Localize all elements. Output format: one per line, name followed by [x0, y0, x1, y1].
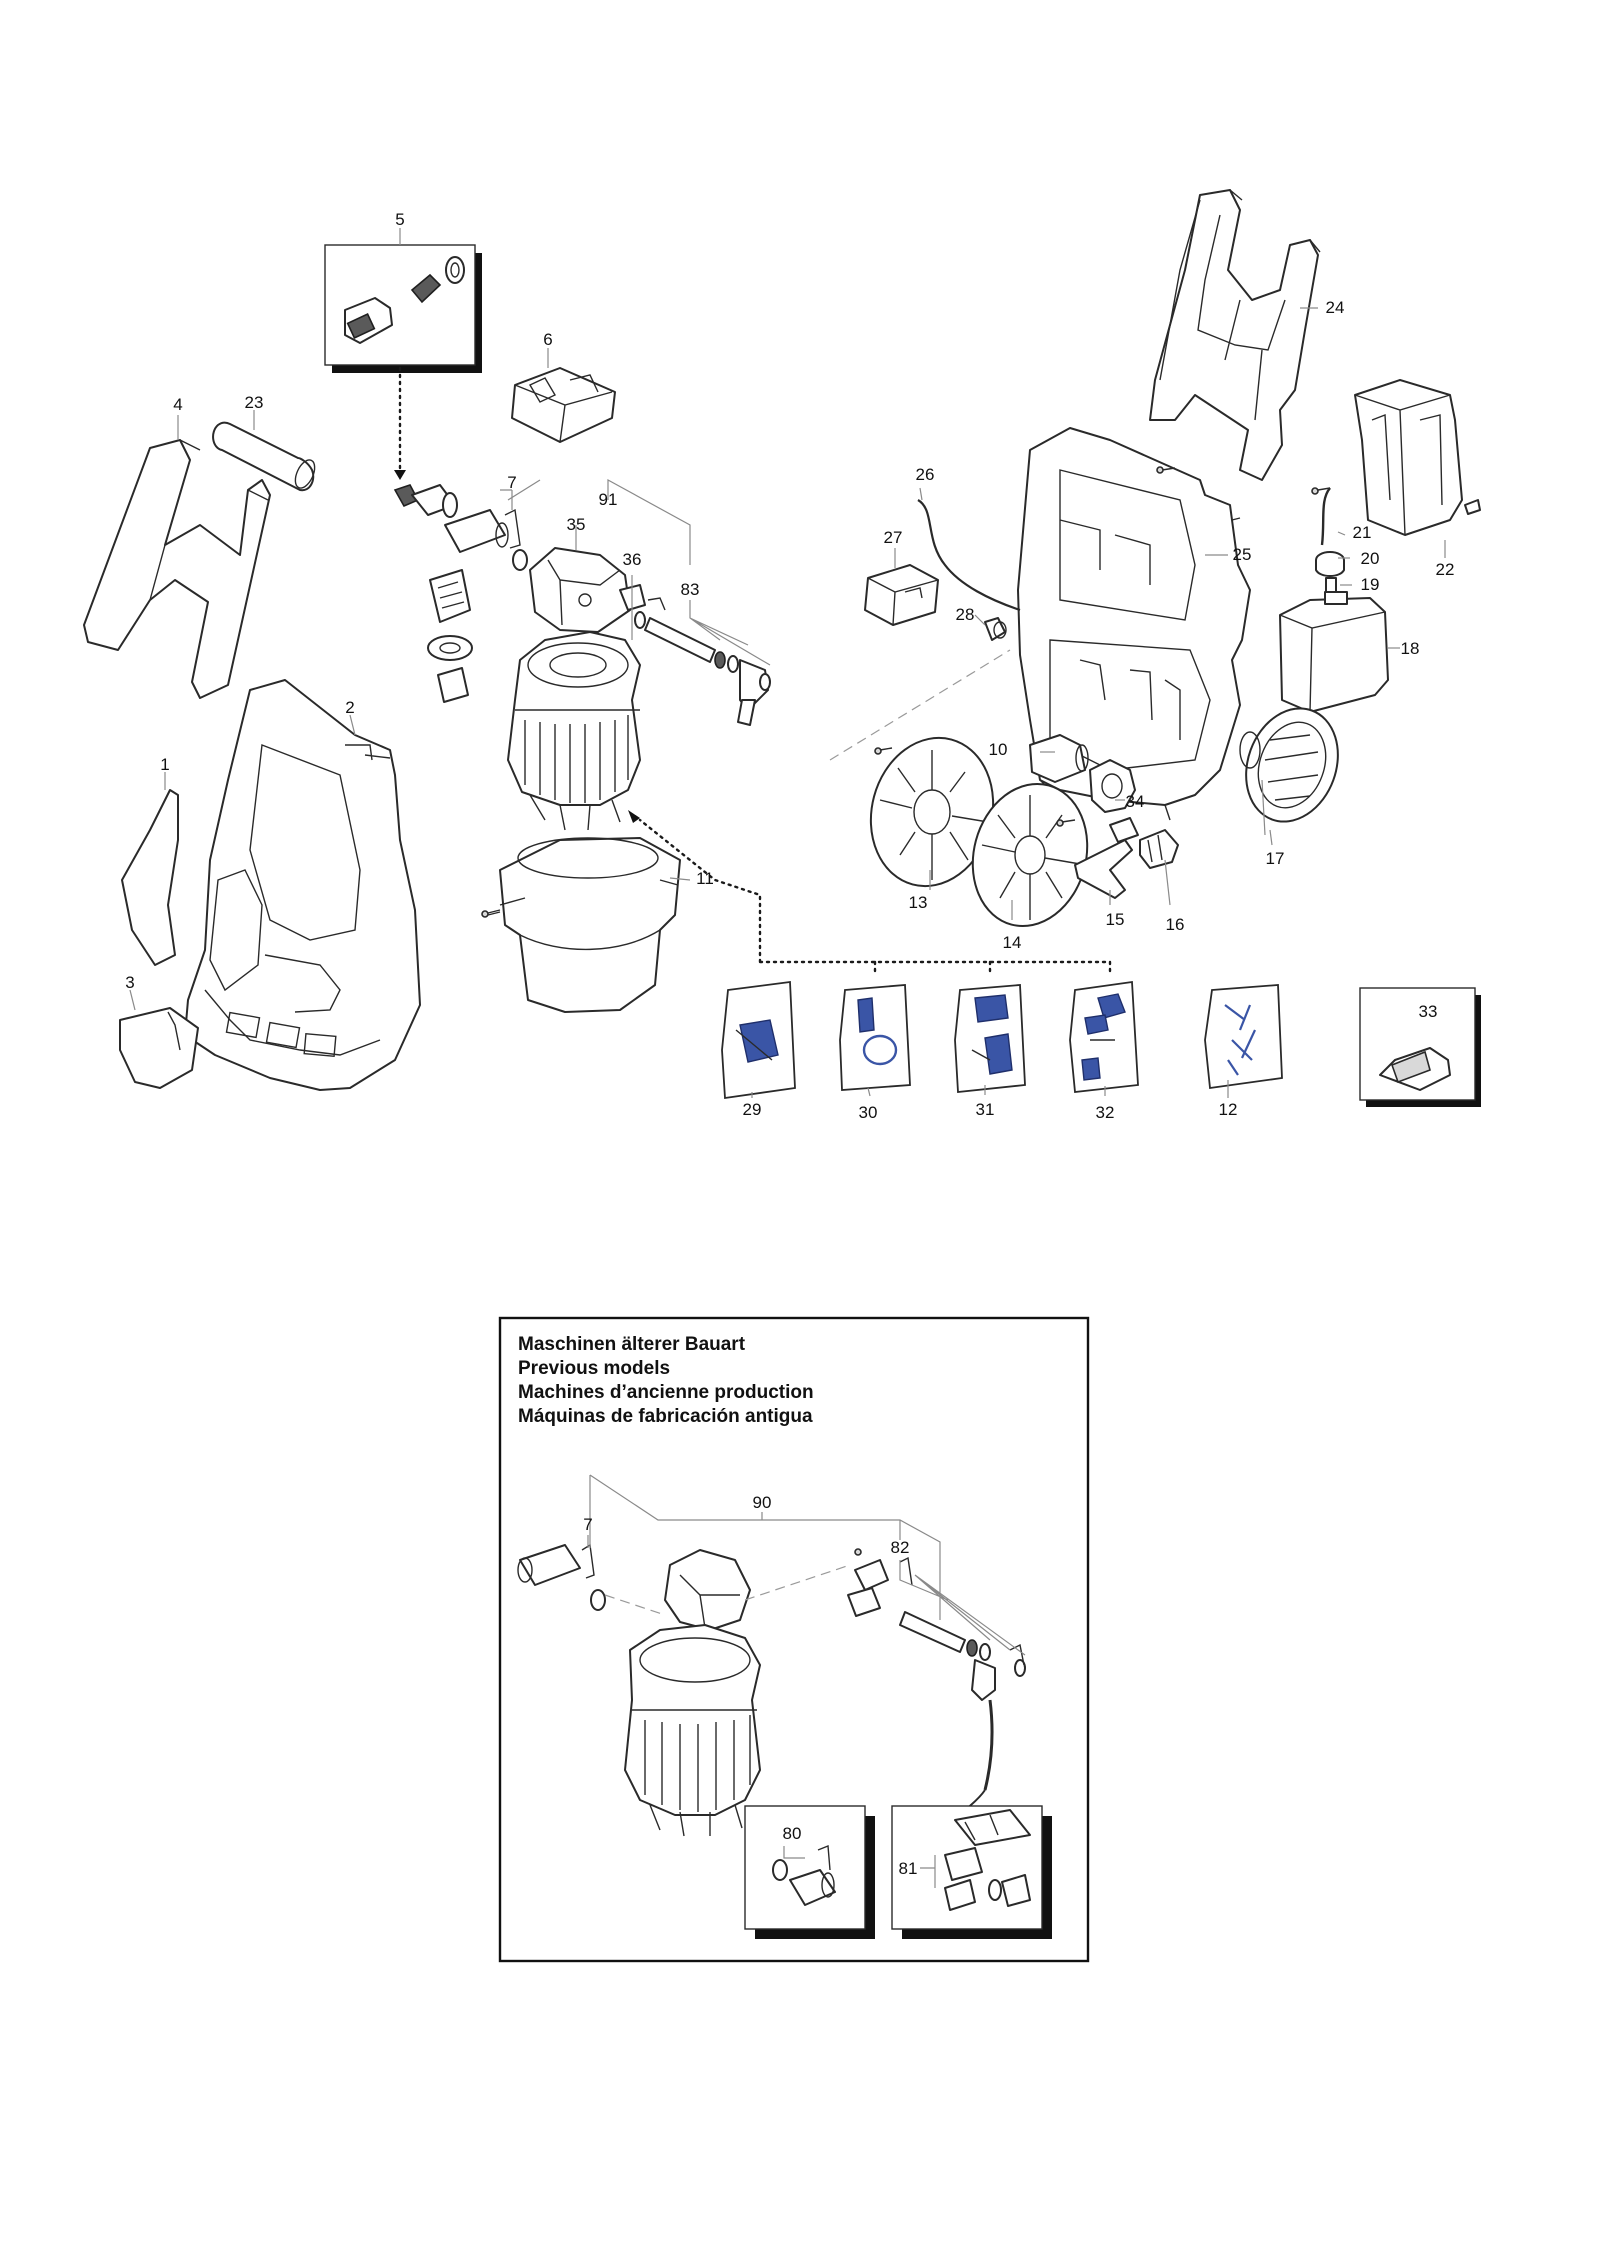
callout-7: 7 — [507, 473, 516, 492]
callout-26: 26 — [916, 465, 935, 484]
legacy-callout-82: 82 — [891, 1538, 910, 1557]
callout-33: 33 — [1419, 1002, 1438, 1021]
callout-16: 16 — [1166, 915, 1185, 934]
accessory-bag-29 — [721, 980, 796, 1100]
callout-20: 20 — [1361, 549, 1380, 568]
arrow-head-motor — [628, 810, 640, 823]
part-screws — [481, 466, 1331, 918]
callout-32: 32 — [1096, 1103, 1115, 1122]
part-36-motor — [507, 631, 641, 831]
part-83-outlet-assembly — [634, 597, 771, 726]
arrow-head-inlet — [394, 470, 406, 480]
callout-12: 12 — [1219, 1100, 1238, 1119]
legacy-box-81: 81 — [891, 1805, 1052, 1939]
part-1-side-panel — [121, 789, 179, 966]
callout-14: 14 — [1003, 933, 1022, 952]
accessory-bag-30 — [839, 984, 911, 1091]
part-27-switch-box — [864, 564, 939, 626]
callout-30: 30 — [859, 1103, 878, 1122]
legacy-callout-81: 81 — [899, 1859, 918, 1878]
legacy-title-en: Previous models — [518, 1358, 670, 1379]
callout-22: 22 — [1436, 560, 1455, 579]
callout-6: 6 — [543, 330, 552, 349]
part-13-reel-disc — [869, 736, 995, 888]
part-6-clip-block — [511, 367, 616, 443]
callout-19: 19 — [1361, 575, 1380, 594]
part-10-roller — [1029, 734, 1089, 783]
callout-24: 24 — [1326, 298, 1345, 317]
part-5-hose-coupling-box — [324, 244, 482, 373]
part-inlet-assembly — [393, 484, 509, 553]
callout-25: 25 — [1233, 545, 1252, 564]
previous-models-box: Maschinen älterer Bauart Previous models… — [498, 1316, 1090, 1963]
legacy-title-de: Maschinen älterer Bauart — [518, 1334, 746, 1355]
part-21-tube — [1320, 487, 1331, 546]
legacy-part-90-motor — [624, 1549, 761, 1837]
part-3-cap — [119, 1007, 199, 1089]
part-22-hose-holder — [1354, 379, 1481, 536]
part-11-motor-cover — [487, 837, 681, 1013]
part-28-small-clip — [984, 617, 1007, 641]
part-25-main-chassis — [1017, 427, 1251, 821]
callout-23: 23 — [245, 393, 264, 412]
callout-27: 27 — [884, 528, 903, 547]
part-20-cap — [1315, 551, 1345, 577]
part-7-clip — [504, 508, 528, 571]
legacy-box-80: 80 — [744, 1805, 875, 1939]
legacy-leader-lines — [587, 1474, 1026, 1656]
callout-13: 13 — [909, 893, 928, 912]
accessory-bag-31 — [954, 984, 1026, 1093]
legacy-callout-7: 7 — [583, 1515, 592, 1534]
callout-17: 17 — [1266, 849, 1285, 868]
legacy-title-fr: Machines d’ancienne production — [518, 1382, 814, 1403]
callout-31: 31 — [976, 1100, 995, 1119]
callout-29: 29 — [743, 1100, 762, 1119]
callout-10: 10 — [989, 740, 1008, 759]
part-15-crank — [1074, 817, 1139, 899]
part-23-grip-tube — [212, 421, 316, 492]
callout-18: 18 — [1401, 639, 1420, 658]
part-35-pump-head — [529, 547, 646, 633]
callout-11: 11 — [696, 869, 714, 888]
part-24-upper-frame — [1149, 189, 1321, 481]
part-2-front-cover — [184, 679, 421, 1091]
callout-35: 35 — [567, 515, 586, 534]
callout-4: 4 — [173, 395, 182, 414]
callout-2: 2 — [345, 698, 354, 717]
part-26-hose — [917, 499, 1021, 612]
callout-5: 5 — [395, 210, 404, 229]
callout-36: 36 — [623, 550, 642, 569]
callout-labels: 5 6 4 23 7 91 35 36 83 2 1 3 11 24 26 27… — [125, 210, 1454, 1122]
callout-91: 91 — [599, 490, 618, 509]
callout-15: 15 — [1106, 910, 1125, 929]
legacy-part-82-outlet — [847, 1548, 1026, 1826]
part-seal-kit — [427, 569, 473, 703]
callout-34: 34 — [1126, 792, 1145, 811]
connection-accessories — [638, 818, 1112, 977]
part-4-handle-frame — [83, 439, 271, 699]
assembly-axis-line — [829, 649, 1011, 761]
callout-28: 28 — [956, 605, 975, 624]
callout-21: 21 — [1353, 523, 1372, 542]
part-34-crank-bearing — [1089, 759, 1136, 813]
leader-lines — [129, 228, 1446, 1098]
callout-83: 83 — [681, 580, 700, 599]
accessory-box-33 — [1359, 987, 1481, 1107]
legacy-part-7-inlet — [517, 1543, 606, 1611]
legacy-callout-90: 90 — [753, 1493, 772, 1512]
part-17-wheel — [1239, 707, 1339, 823]
accessory-bag-32 — [1069, 980, 1139, 1093]
accessory-bag-12 — [1204, 984, 1283, 1090]
legacy-title-es: Máquinas de fabricación antigua — [518, 1406, 813, 1427]
part-18-detergent-tank — [1279, 591, 1389, 713]
legacy-callout-80: 80 — [783, 1824, 802, 1843]
callout-3: 3 — [125, 973, 134, 992]
legacy-axis-line — [604, 1564, 851, 1616]
callout-1: 1 — [160, 755, 169, 774]
part-16-crank-handle — [1139, 829, 1179, 869]
part-19-filter — [1325, 577, 1337, 593]
